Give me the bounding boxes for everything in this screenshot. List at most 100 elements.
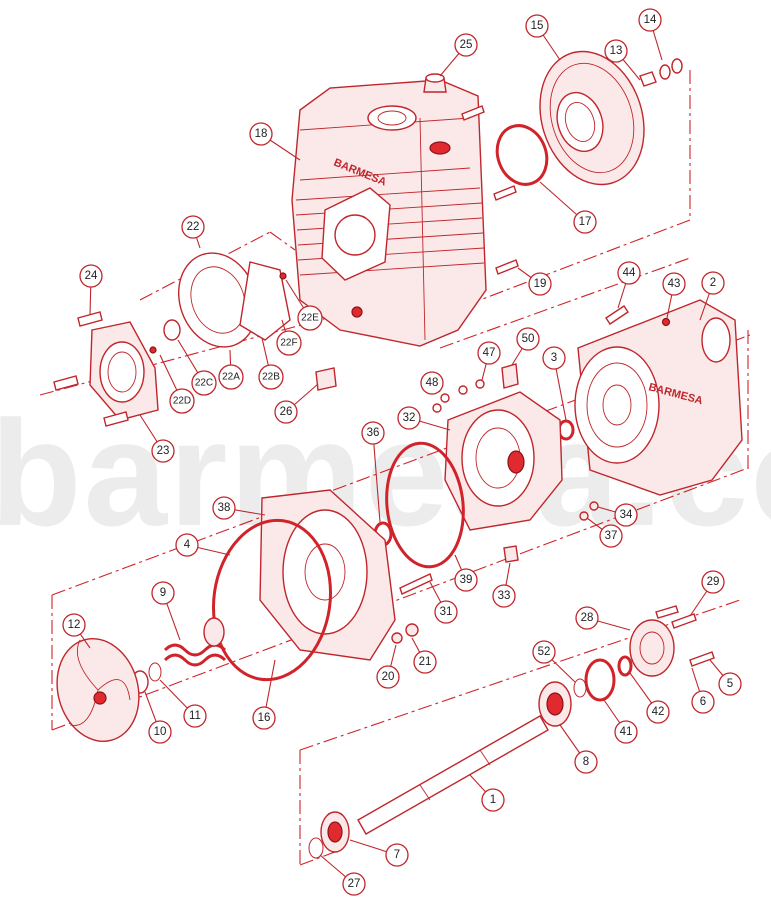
callout-label: 42 [652, 706, 665, 718]
callout-circle [691, 690, 715, 714]
callout-circle [397, 406, 421, 430]
callout-label: 36 [367, 427, 380, 439]
callout-label: 23 [157, 445, 170, 457]
callout-circle [183, 704, 207, 728]
callout-label: 7 [394, 849, 400, 861]
callout-37: 37 [599, 524, 623, 548]
callout-circle [385, 843, 409, 867]
callout-circle [614, 503, 638, 527]
callout-label: 41 [620, 726, 633, 738]
callout-21: 21 [413, 650, 437, 674]
callout-circle [604, 39, 628, 63]
callout-circle [516, 327, 540, 351]
nut-21 [405, 623, 419, 637]
callout-28: 28 [575, 606, 599, 630]
stud-31 [399, 573, 433, 595]
callout-circle [191, 370, 217, 396]
callout-circle [481, 788, 505, 812]
callout-label: 22F [280, 338, 297, 349]
callout-label: 22A [222, 372, 240, 383]
callout-22c: 22C [191, 370, 217, 396]
callout-label: 31 [440, 606, 453, 618]
callout-label: 18 [255, 128, 268, 140]
callout-circle [297, 305, 323, 331]
callout-label: 24 [85, 270, 98, 282]
callout-circle [376, 665, 400, 689]
callout-50: 50 [516, 327, 540, 351]
o-ring-41 [584, 658, 616, 702]
back-plate [259, 489, 396, 661]
callout-9: 9 [151, 581, 175, 605]
callout-43: 43 [662, 272, 686, 296]
callout-circle [169, 388, 195, 414]
callout-circle [454, 568, 478, 592]
callout-8: 8 [574, 750, 598, 774]
callout-label: 22E [301, 313, 319, 324]
callout-11: 11 [183, 704, 207, 728]
callout-label: 33 [498, 590, 511, 602]
callout-25: 25 [454, 33, 478, 57]
callout-3: 3 [542, 346, 566, 370]
callout-label: 27 [348, 878, 361, 890]
bearing-7 [320, 811, 350, 853]
callout-circle [181, 215, 205, 239]
o-ring-4 [211, 518, 333, 682]
bearing-8 [538, 681, 572, 727]
callout-36: 36 [361, 421, 385, 445]
callout-14: 14 [638, 8, 662, 32]
callout-5: 5 [718, 672, 742, 696]
callout-12: 12 [62, 613, 86, 637]
nut-20 [391, 632, 403, 644]
callout-circle [212, 496, 236, 520]
callout-20: 20 [376, 665, 400, 689]
callout-41: 41 [614, 720, 638, 744]
circlip-27 [308, 837, 324, 859]
drain-plug [315, 367, 337, 391]
callout-label: 8 [583, 756, 589, 768]
nuts-47-48 [432, 379, 485, 413]
callout-label: 22B [262, 372, 280, 383]
callout-circle [151, 581, 175, 605]
callout-circle [342, 872, 366, 896]
callout-label: 25 [460, 39, 473, 51]
callout-38: 38 [212, 496, 236, 520]
pump-body: BARMESA [291, 79, 487, 347]
callout-circle [274, 400, 298, 424]
callout-label: 39 [460, 574, 473, 586]
callout-31: 31 [434, 600, 458, 624]
callout-circle [542, 346, 566, 370]
callout-32: 32 [397, 406, 421, 430]
callout-10: 10 [148, 720, 172, 744]
plug-33 [503, 545, 519, 563]
callout-circle [575, 606, 599, 630]
callout-44: 44 [617, 261, 641, 285]
callout-label: 2 [710, 277, 716, 289]
callout-label: 10 [154, 726, 167, 738]
callout-circle [617, 261, 641, 285]
callout-27: 27 [342, 872, 366, 896]
callout-22a: 22A [218, 364, 244, 390]
callout-label: 12 [68, 619, 81, 631]
nut-34 [589, 501, 599, 511]
callout-circle [662, 272, 686, 296]
callout-label: 15 [531, 20, 544, 32]
bearing-cover [629, 619, 675, 677]
callout-1: 1 [481, 788, 505, 812]
callout-circle [701, 570, 725, 594]
screw-44 [605, 305, 629, 325]
callout-circle [573, 210, 597, 234]
callout-label: 50 [522, 333, 535, 345]
leader-line-36 [372, 432, 381, 523]
mechanical-seal-9 [163, 617, 227, 667]
callout-circle [492, 584, 516, 608]
callout-circle [361, 421, 385, 445]
key-29 [671, 613, 697, 629]
callout-33: 33 [492, 584, 516, 608]
callout-circle [249, 122, 273, 146]
suction-flange [89, 321, 159, 421]
callout-18: 18 [249, 122, 273, 146]
callout-42: 42 [646, 700, 670, 724]
callout-13: 13 [604, 39, 628, 63]
